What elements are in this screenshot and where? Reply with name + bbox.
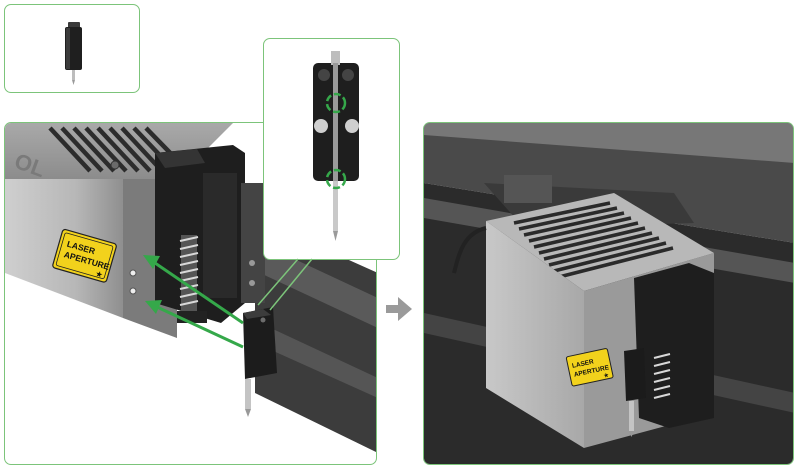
probe-zoom-illustration [264,39,400,260]
part-panel [4,4,140,93]
zoom-detail-panel [263,38,400,260]
next-step-arrow-icon [386,297,412,321]
spring [180,235,198,315]
focus-bracket [634,263,714,428]
result-panel: LASER APERTURE ★ [423,122,794,465]
installed-module-illustration: LASER APERTURE ★ [424,123,794,465]
probe-part-icon [5,5,140,93]
